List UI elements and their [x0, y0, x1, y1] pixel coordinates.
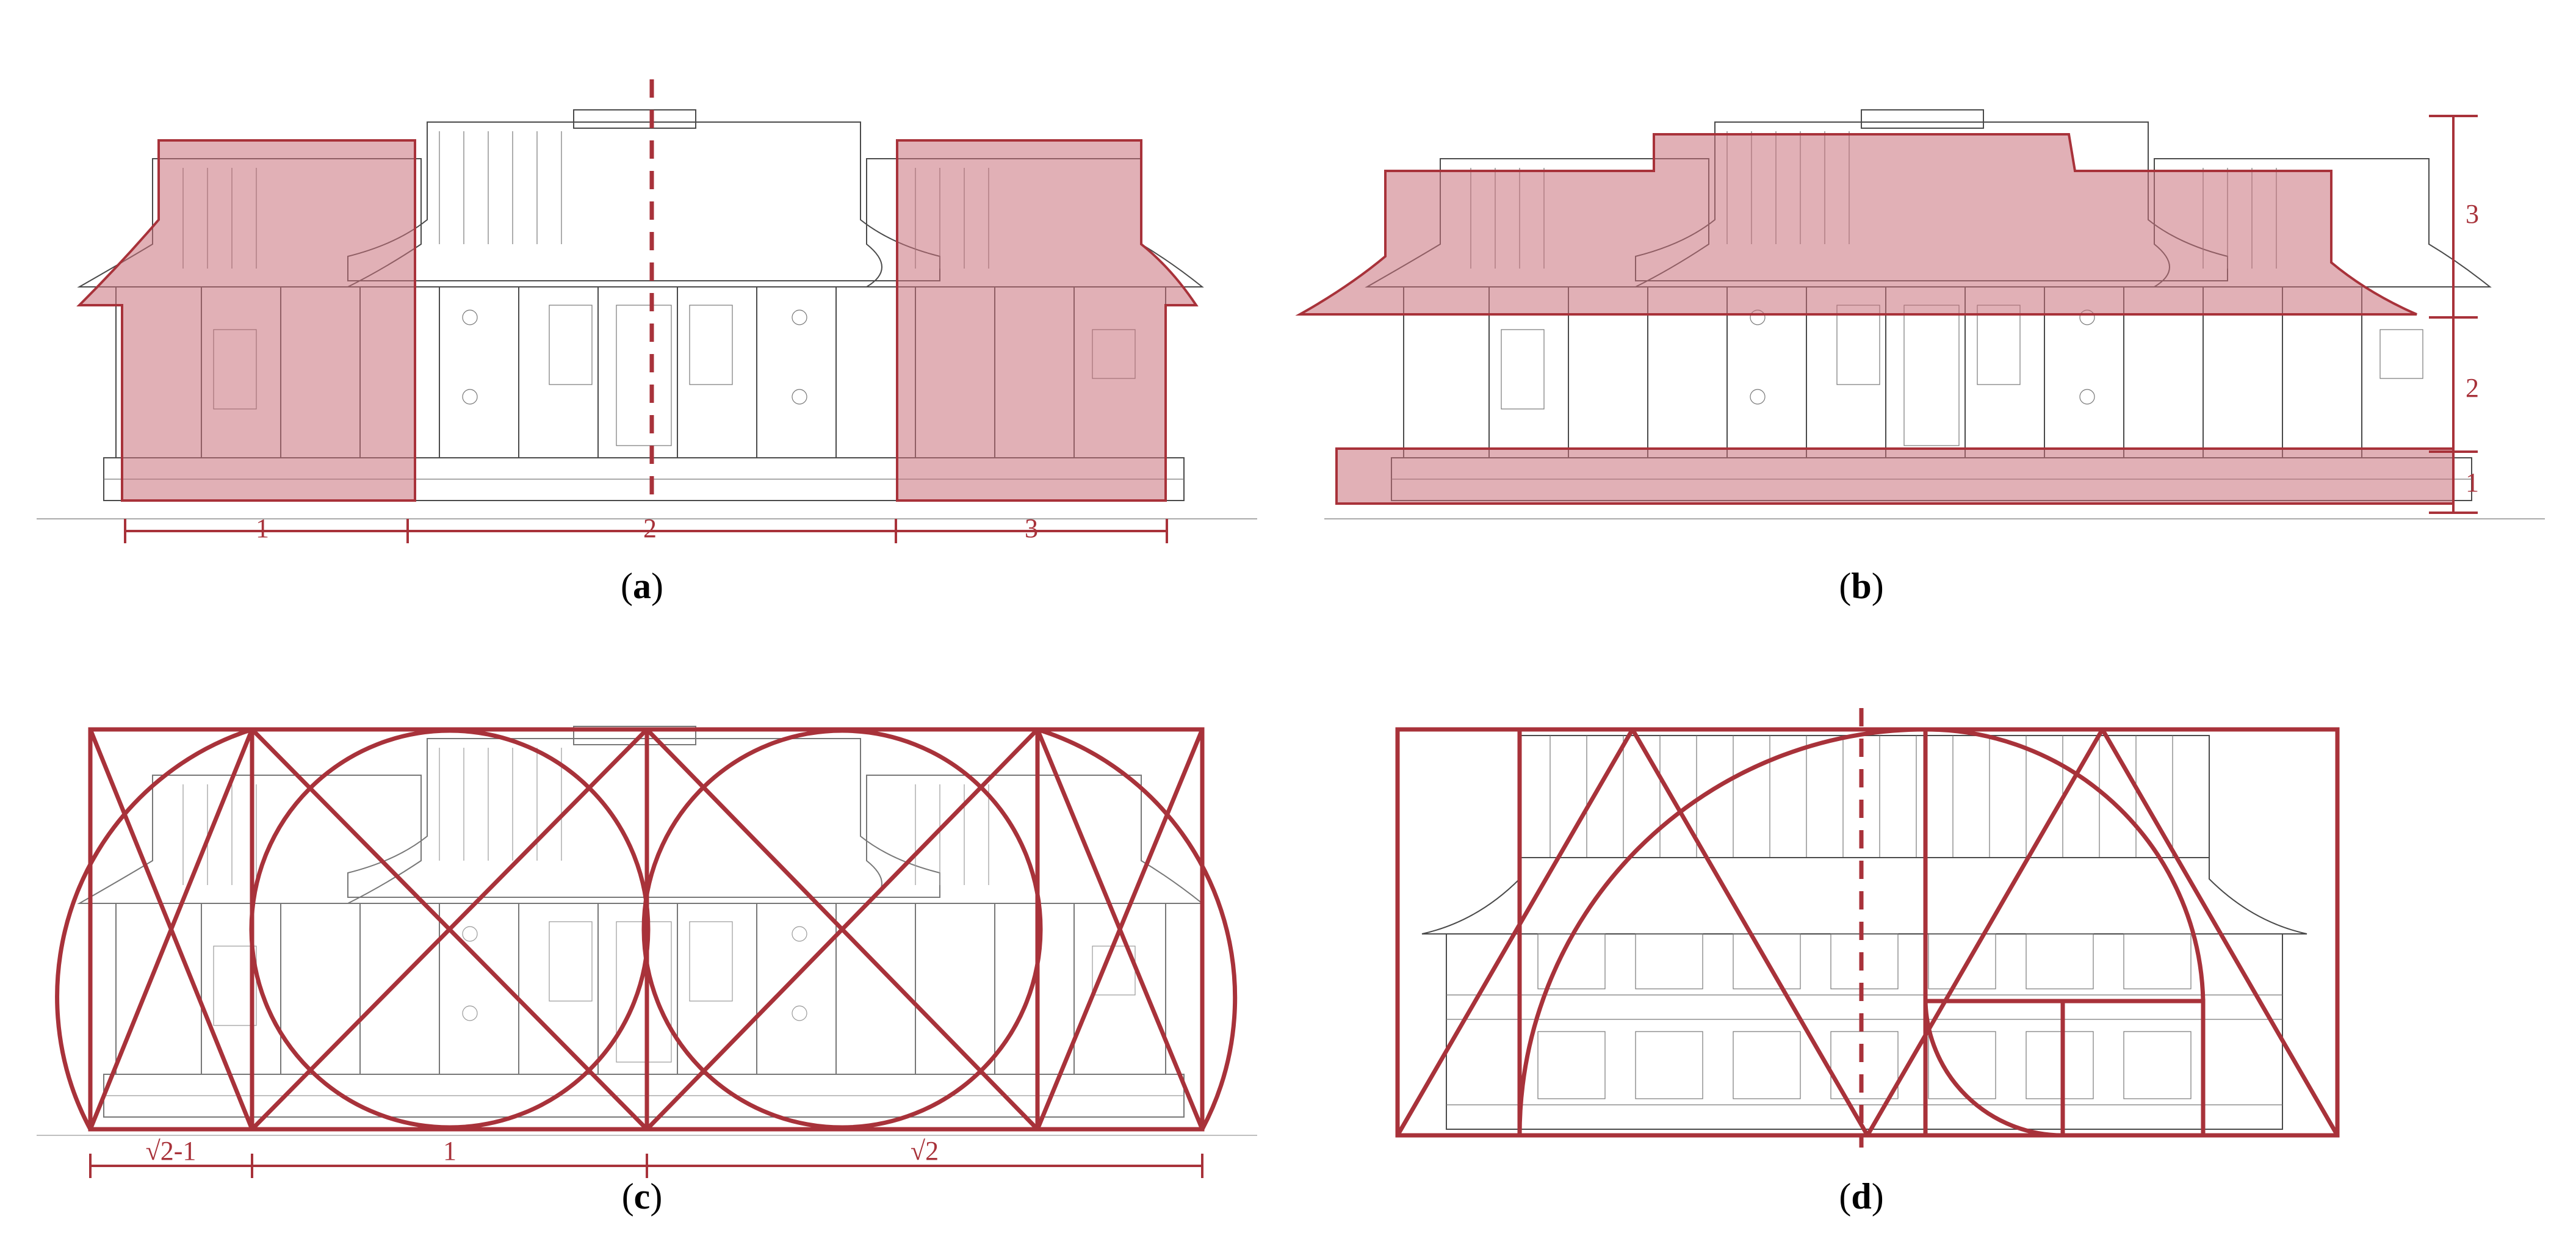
panel-d: (d) — [1395, 708, 2340, 1217]
panel-c: √2-1 1 √2 (c) — [36, 726, 1258, 1217]
panel-a-dim-1: 1 — [256, 513, 269, 543]
panel-c-caption: (c) — [622, 1176, 663, 1217]
panel-b-dim-2: 2 — [2466, 373, 2479, 403]
panel-b: 3 2 1 (b) — [1295, 109, 2545, 606]
panel-a-right-wing-shade — [896, 139, 1199, 502]
panel-a-caption: (a) — [621, 566, 663, 606]
panel-d-caption: (d) — [1839, 1176, 1883, 1217]
panel-c-geometry — [55, 727, 1238, 1132]
panel-a-dim-3: 3 — [1025, 513, 1038, 543]
panel-d-geometry — [1395, 708, 2340, 1148]
panel-b-caption: (b) — [1839, 566, 1883, 606]
panel-b-dim-1: 1 — [2466, 468, 2479, 497]
panel-a: 1 2 3 (a) — [36, 79, 1258, 606]
panel-c-dim-sqrt2-minus-1: √2-1 — [146, 1136, 197, 1166]
panel-a-left-wing-shade — [76, 139, 416, 502]
panel-a-dim-2: 2 — [643, 513, 657, 543]
panel-b-roof-shade — [1295, 133, 2417, 316]
panel-c-dim-sqrt2: √2 — [911, 1136, 939, 1166]
panel-b-dim-3: 3 — [2466, 199, 2479, 229]
panel-b-base-shade — [1335, 447, 2455, 505]
panel-d-elevation — [1421, 735, 2307, 1130]
panel-c-dim-1: 1 — [443, 1136, 456, 1166]
